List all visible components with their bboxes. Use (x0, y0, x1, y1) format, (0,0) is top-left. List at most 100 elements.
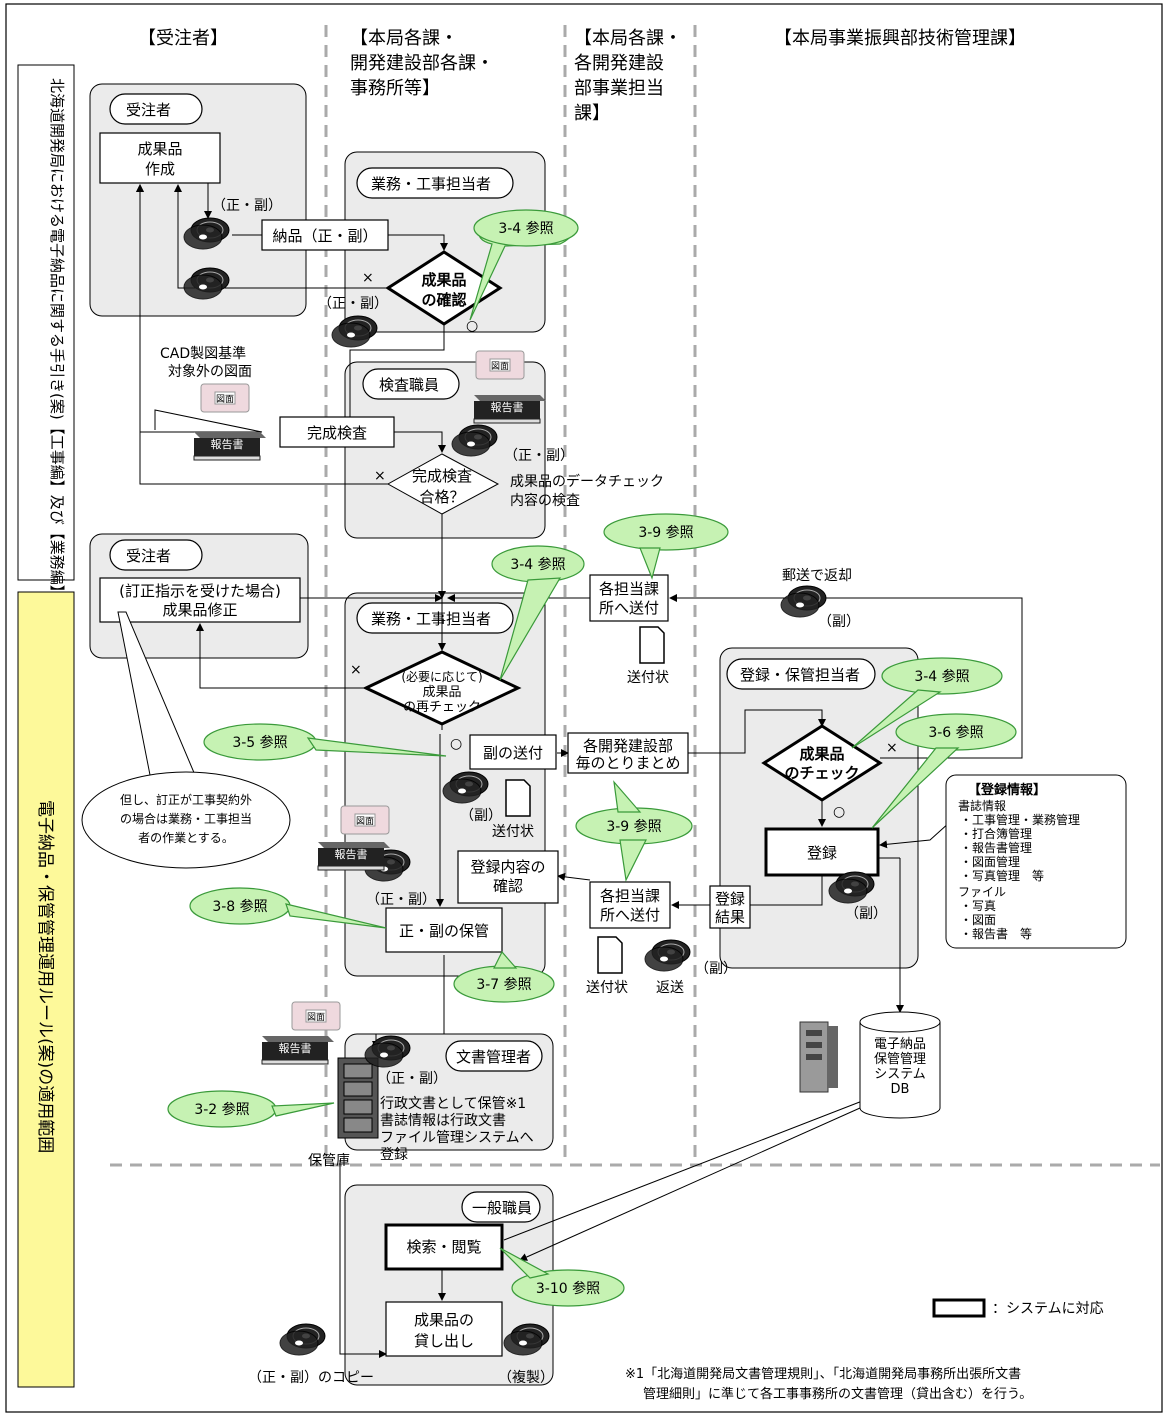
svg-text:（正・副）のコピー: （正・副）のコピー (248, 1370, 374, 1386)
svg-text:図面: 図面 (491, 361, 509, 372)
svg-text:の確認: の確認 (421, 291, 466, 309)
svg-text:書誌情報は行政文書: 書誌情報は行政文書 (380, 1113, 506, 1129)
svg-text:（副）: （副） (818, 614, 860, 630)
svg-text:各担当課: 各担当課 (599, 580, 659, 598)
svg-text:ファイル: ファイル (958, 885, 1006, 899)
callout-3-4-b: 3-4 参照 (510, 556, 565, 573)
role-docmgr: 文書管理者 (456, 1048, 531, 1066)
svg-text:報告書: 報告書 (491, 400, 524, 414)
svg-text:所へ送付: 所へ送付 (600, 906, 660, 924)
svg-text:・図面管理: ・図面管理 (960, 854, 1020, 869)
col-dept-l1: 【本局各課・ (350, 28, 458, 49)
svg-text:○: ○ (450, 736, 462, 752)
svg-text:（正・副）: （正・副） (504, 448, 574, 464)
role-general: 一般職員 (472, 1199, 532, 1217)
svg-text:送付状: 送付状 (586, 980, 628, 996)
svg-text:成果品修正: 成果品修正 (162, 601, 237, 619)
svg-text:納品（正・副）: 納品（正・副） (272, 227, 377, 245)
svg-text:検索・閲覧: 検索・閲覧 (406, 1238, 481, 1256)
svg-text:毎のとりまとめ: 毎のとりまとめ (575, 754, 680, 772)
svg-text:（副）: （副） (845, 906, 887, 922)
svg-text:行政文書として保管※1: 行政文書として保管※1 (380, 1096, 526, 1112)
svg-text:成果品のデータチェック: 成果品のデータチェック (510, 473, 664, 490)
role-contractor: 受注者 (126, 101, 171, 119)
svg-text:図面: 図面 (356, 816, 374, 827)
svg-text:・打合簿管理: ・打合簿管理 (960, 826, 1032, 841)
svg-text:報告書: 報告書 (335, 847, 368, 861)
svg-text:・報告書 等: ・報告書 等 (960, 927, 1032, 941)
svg-text:確認: 確認 (493, 877, 523, 895)
svg-text:【登録情報】: 【登録情報】 (968, 782, 1046, 798)
callout-3-4-a: 3-4 参照 (498, 220, 553, 237)
svg-text:（正・副）: （正・副） (377, 1071, 447, 1087)
svg-text:但し、訂正が工事契約外: 但し、訂正が工事契約外 (120, 792, 252, 807)
svg-text:送付状: 送付状 (627, 670, 669, 686)
svg-text:（副）: （副） (460, 808, 502, 824)
role-contractor2: 受注者 (126, 547, 171, 565)
callout-3-4-c: 3-4 参照 (914, 668, 969, 685)
svg-text:CAD製図基準: CAD製図基準 (160, 345, 246, 362)
col-dept-l2: 開発建設部各課・ (350, 53, 494, 74)
svg-text:結果: 結果 (715, 908, 745, 926)
svg-text:DB: DB (891, 1082, 910, 1097)
callout-3-10: 3-10 参照 (536, 1280, 600, 1297)
role-inspector: 検査職員 (379, 376, 439, 394)
svg-text:図面: 図面 (216, 394, 234, 405)
svg-text:内容の検査: 内容の検査 (510, 492, 580, 509)
legend-swatch (934, 1300, 984, 1316)
col-tech: 【本局事業振興部技術管理課】 (774, 28, 1026, 49)
svg-text:保管庫: 保管庫 (308, 1152, 350, 1169)
col-biz-l3: 部事業担当 (574, 78, 664, 99)
svg-text:書誌情報: 書誌情報 (958, 798, 1006, 813)
svg-text:各開発建設部: 各開発建設部 (583, 737, 673, 755)
footnote-l1: ※1「北海道開発局文書管理規則」、「北海道開発局事務所出張所文書 (625, 1367, 1021, 1382)
svg-text:貸し出し: 貸し出し (414, 1332, 474, 1350)
svg-text:の場合は業務・工事担当: の場合は業務・工事担当 (120, 811, 252, 826)
footnote-l2: 管理細則」に準じて各工事事務所の文書管理（貸出含む）を行う。 (643, 1386, 1032, 1402)
svg-text:電子納品: 電子納品 (874, 1037, 926, 1052)
svg-text:図面: 図面 (307, 1012, 325, 1023)
svg-text:成果品の: 成果品の (414, 1311, 474, 1329)
svg-text:システム: システム (874, 1067, 926, 1082)
col-biz-l4: 課】 (574, 103, 610, 124)
svg-text:（正・副）: （正・副） (212, 198, 282, 214)
svg-text:所へ送付: 所へ送付 (599, 599, 659, 617)
svg-text:対象外の図面: 対象外の図面 (168, 364, 252, 380)
svg-text:・写真: ・写真 (960, 899, 996, 913)
svg-text:登録内容の: 登録内容の (470, 858, 545, 876)
callout-3-7: 3-7 参照 (476, 976, 531, 993)
svg-text:ファイル管理システムへ: ファイル管理システムへ (380, 1130, 534, 1146)
storage-cabinet-icon (338, 1058, 378, 1138)
role-registrar: 登録・保管担当者 (740, 666, 860, 684)
legend-label: ：システムに対応 (992, 1301, 1104, 1317)
col-biz-l1: 【本局各課・ (574, 28, 682, 49)
svg-text:完成検査: 完成検査 (307, 424, 367, 442)
svg-text:登録: 登録 (715, 890, 745, 908)
svg-text:×: × (362, 270, 374, 286)
svg-text:各担当課: 各担当課 (600, 887, 660, 905)
callout-3-5: 3-5 参照 (232, 734, 287, 751)
svg-text:成果品: 成果品 (137, 140, 182, 158)
col-biz-l2: 各開発建設 (574, 53, 664, 74)
svg-text:の再チェック: の再チェック (403, 700, 481, 715)
svg-text:返送: 返送 (656, 980, 684, 996)
svg-text:○: ○ (466, 318, 478, 334)
svg-text:報告書: 報告書 (211, 437, 244, 451)
side-label-lower: 電子納品・保管管理運用ルール(案)の適用範囲 (35, 800, 55, 1153)
svg-text:正・副の保管: 正・副の保管 (399, 922, 489, 940)
svg-text:成果品: 成果品 (799, 745, 844, 763)
svg-text:報告書: 報告書 (279, 1041, 312, 1055)
callout-3-6: 3-6 参照 (928, 724, 983, 741)
svg-text:（複製）: （複製） (498, 1369, 554, 1386)
svg-text:○: ○ (833, 804, 845, 820)
svg-text:郵送で返却: 郵送で返却 (782, 568, 852, 584)
svg-text:者の作業とする。: 者の作業とする。 (138, 831, 234, 845)
svg-text:（副）: （副） (695, 961, 737, 977)
svg-text:成果品: 成果品 (422, 685, 461, 700)
col-dept-l3: 事務所等】 (350, 78, 440, 99)
svg-text:送付状: 送付状 (492, 824, 534, 840)
svg-text:×: × (886, 740, 898, 756)
svg-text:・写真管理 等: ・写真管理 等 (960, 868, 1044, 883)
role-staff1: 業務・工事担当者 (371, 175, 491, 193)
